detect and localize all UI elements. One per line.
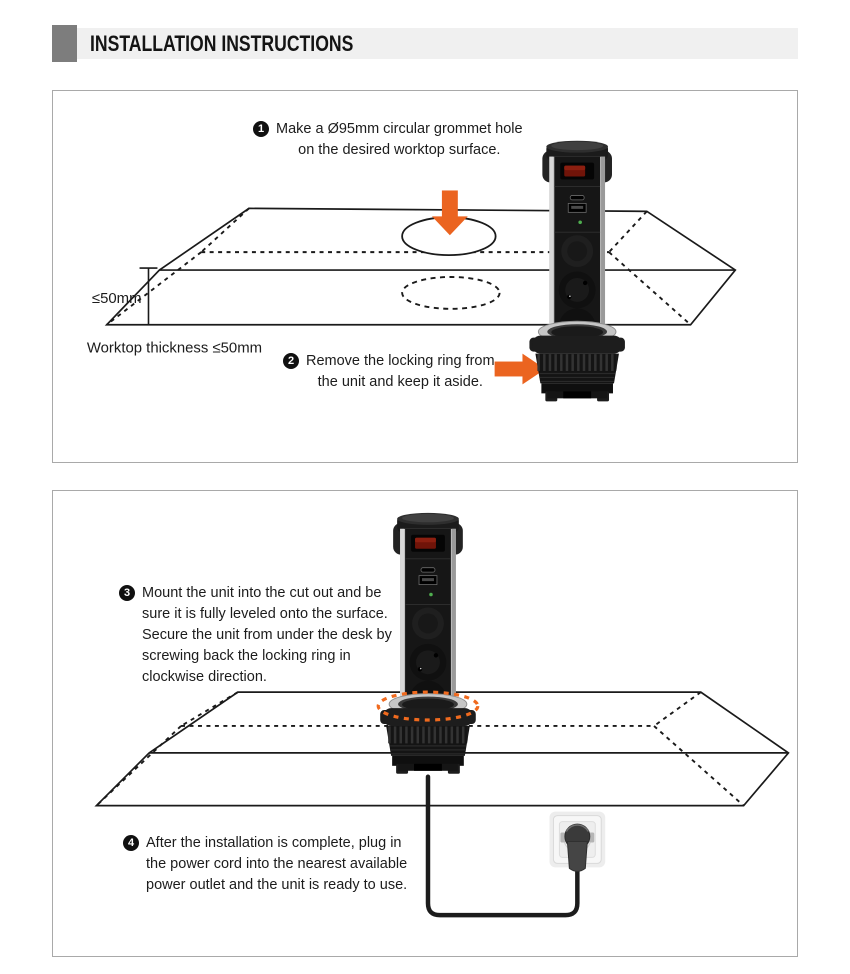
page-title: INSTALLATION INSTRUCTIONS bbox=[90, 30, 354, 56]
worktop-slab bbox=[104, 207, 737, 326]
step-4-badge: 4 bbox=[123, 835, 139, 851]
step-3: 3 Mount the unit into the cut out and be… bbox=[119, 583, 392, 688]
dimension-label: ≤50mm bbox=[92, 291, 142, 307]
panel-steps-3-4: 3 Mount the unit into the cut out and be… bbox=[52, 490, 798, 957]
worktop-slab bbox=[94, 691, 790, 807]
step-2-text: Remove the locking ring from the unit an… bbox=[306, 353, 495, 390]
header-bar: INSTALLATION INSTRUCTIONS bbox=[52, 28, 798, 59]
step-3-text: Mount the unit into the cut out and be s… bbox=[142, 585, 392, 685]
step-3-badge: 3 bbox=[119, 585, 135, 601]
worktop-cutout-diagram: ≤50mm Worktop thickness ≤50mm bbox=[87, 140, 737, 462]
dimension-bracket bbox=[139, 267, 158, 326]
step-4: 4 After the installation is complete, pl… bbox=[123, 833, 407, 896]
step-1: 1 Make a Ø95mm circular grommet hole on … bbox=[253, 119, 523, 161]
step-1-text: Make a Ø95mm circular grommet hole on th… bbox=[276, 121, 523, 158]
hidden-hole-ellipse bbox=[401, 276, 501, 310]
step-2: 2 Remove the locking ring from the unit … bbox=[283, 351, 495, 393]
header-accent-square bbox=[52, 25, 77, 62]
right-arrow-icon bbox=[494, 353, 546, 385]
step-4-text: After the installation is complete, plug… bbox=[146, 835, 408, 893]
power-cord bbox=[425, 774, 580, 918]
mounted-unit-diagram bbox=[94, 512, 790, 918]
hidden-edges bbox=[95, 691, 745, 807]
rotation-dashes bbox=[376, 690, 480, 722]
step-1-badge: 1 bbox=[253, 121, 269, 137]
thickness-note: Worktop thickness ≤50mm bbox=[87, 341, 262, 357]
down-arrow-icon bbox=[431, 190, 468, 236]
panel-steps-1-2: ≤50mm Worktop thickness ≤50mm 1 Make a Ø… bbox=[52, 90, 798, 463]
step-2-badge: 2 bbox=[283, 353, 299, 369]
power-plug-illustration bbox=[564, 823, 591, 872]
hidden-edges bbox=[106, 207, 692, 326]
